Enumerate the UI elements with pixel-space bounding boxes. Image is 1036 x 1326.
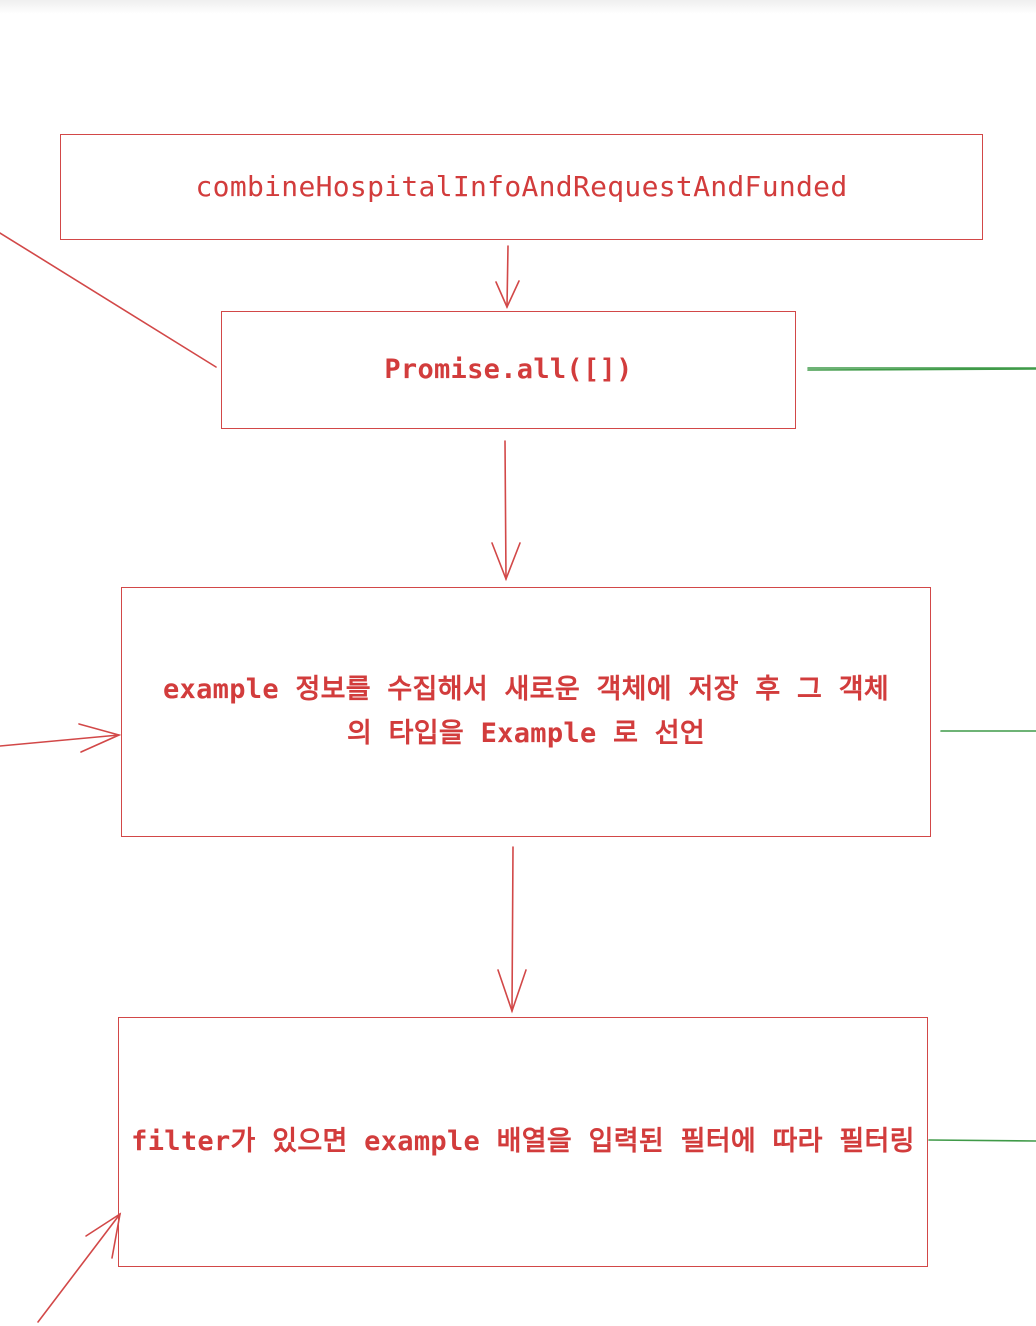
node-promise-all[interactable]: Promise.all([]) xyxy=(221,311,796,429)
node-filter-example[interactable]: filter가 있으면 example 배열을 입력된 필터에 따라 필터링 xyxy=(118,1017,928,1267)
green-line-from-promise[interactable] xyxy=(807,367,1036,371)
node-combine-label: combineHospitalInfoAndRequestAndFunded xyxy=(195,170,848,203)
arrow-example-to-filter[interactable] xyxy=(497,846,527,1014)
node-filter-example-label: filter가 있으면 example 배열을 입력된 필터에 따라 필터링 xyxy=(131,1126,915,1157)
connector-offscreen-to-promise xyxy=(0,232,217,368)
node-combine-function[interactable]: combineHospitalInfoAndRequestAndFunded xyxy=(60,134,983,240)
green-line-from-filter[interactable] xyxy=(928,1139,1036,1142)
arrow-promise-to-example[interactable] xyxy=(491,440,521,582)
canvas-top-edge xyxy=(0,0,1036,14)
arrow-combine-to-promise[interactable] xyxy=(495,245,520,309)
node-collect-example-label: example 정보를 수집해서 새로운 객체에 저장 후 그 객체의 타입을 … xyxy=(163,674,889,749)
arrow-left-into-example[interactable] xyxy=(0,723,122,753)
node-promise-label: Promise.all([]) xyxy=(384,354,633,385)
arrow-left-into-filter[interactable] xyxy=(37,1212,122,1323)
node-collect-example[interactable]: example 정보를 수집해서 새로운 객체에 저장 후 그 객체의 타입을 … xyxy=(121,587,931,837)
